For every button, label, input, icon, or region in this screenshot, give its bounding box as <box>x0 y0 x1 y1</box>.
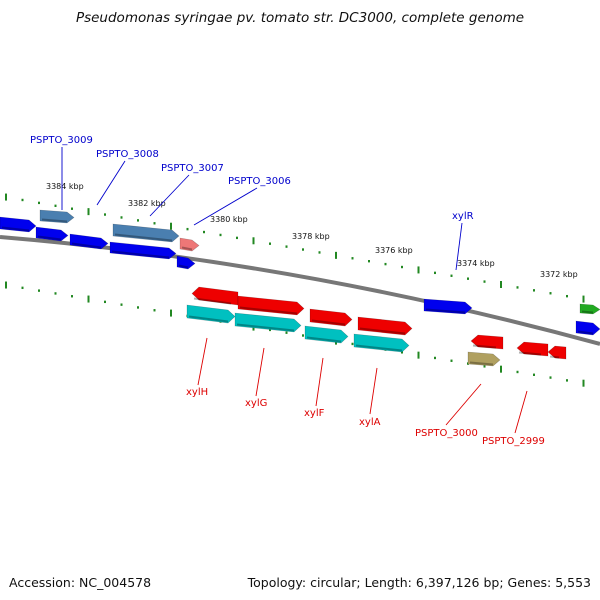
gene-arrow-pspto-3000[interactable] <box>470 334 504 350</box>
gene-arrow-xylh[interactable] <box>191 286 239 306</box>
gene-arrow[interactable] <box>176 255 196 270</box>
kbp-label: 3380 kbp <box>210 215 248 224</box>
gene-label-bottom[interactable]: PSPTO_2999 <box>482 436 545 447</box>
callout-line <box>96 160 126 206</box>
gene-arrow[interactable] <box>309 308 353 327</box>
gene-features <box>0 209 600 367</box>
callout-line <box>149 174 190 217</box>
map-title: Pseudomonas syringae pv. tomato str. DC3… <box>75 10 525 26</box>
gene-label-top[interactable]: PSPTO_3008 <box>96 149 159 160</box>
gene-arrow[interactable] <box>109 241 177 260</box>
gene-arrow[interactable] <box>69 233 109 250</box>
gene-arrow[interactable] <box>575 320 600 336</box>
callout-line <box>255 347 265 397</box>
callout-line <box>455 222 463 271</box>
gene-label-bottom[interactable]: xylF <box>304 408 325 419</box>
gene-arrow[interactable] <box>467 351 501 367</box>
gene-label-top[interactable]: PSPTO_3009 <box>30 135 93 146</box>
gene-arrow-pspto-3009[interactable] <box>39 209 75 224</box>
kbp-label: 3376 kbp <box>375 246 413 255</box>
kbp-label: 3378 kbp <box>292 232 330 241</box>
gene-label-top[interactable]: PSPTO_3007 <box>161 163 224 174</box>
gene-label-bottom[interactable]: xylA <box>359 417 381 428</box>
gene-arrow-pspto-3006[interactable] <box>179 237 200 252</box>
callout-line <box>514 390 528 434</box>
gene-arrow[interactable] <box>547 345 567 360</box>
gene-arrow[interactable] <box>0 216 37 233</box>
kbp-label: 3384 kbp <box>46 182 84 191</box>
gene-arrow[interactable] <box>357 316 413 336</box>
gene-arrow-pspto-2999[interactable] <box>516 341 549 357</box>
kbp-label: 3374 kbp <box>457 259 495 268</box>
callout-line <box>315 357 324 407</box>
gene-label-bottom[interactable]: PSPTO_3000 <box>415 428 478 439</box>
gene-arrow-xylr[interactable] <box>423 298 473 315</box>
callout-line <box>445 383 482 426</box>
gene-arrow-xyla[interactable] <box>353 333 410 353</box>
gene-arrow[interactable] <box>304 325 349 344</box>
gene-arrow-xylf[interactable] <box>234 312 302 333</box>
accession-text: Accession: NC_004578 <box>9 575 152 590</box>
gene-label-bottom[interactable]: xylH <box>186 387 208 398</box>
gene-label-top[interactable]: PSPTO_3006 <box>228 176 291 187</box>
gene-arrow[interactable] <box>35 226 69 242</box>
kbp-label: 3372 kbp <box>540 270 578 279</box>
kbp-label: 3382 kbp <box>128 199 166 208</box>
gene-arrow[interactable] <box>579 303 600 315</box>
genome-backbone <box>0 235 600 346</box>
gene-label-bottom[interactable]: xylG <box>245 398 267 409</box>
gene-label-top[interactable]: xylR <box>452 211 474 222</box>
callout-line <box>369 367 378 415</box>
callout-line <box>193 187 258 226</box>
genome-summary-text: Topology: circular; Length: 6,397,126 bp… <box>247 575 591 590</box>
gene-arrow-pspto-3008[interactable] <box>112 223 180 243</box>
gene-callouts: PSPTO_3009PSPTO_3008PSPTO_3007PSPTO_3006… <box>30 135 545 447</box>
callout-line <box>197 337 208 386</box>
gene-arrow[interactable] <box>237 295 305 316</box>
gene-arrow-xylg[interactable] <box>186 304 236 324</box>
kbp-ticks: 3384 kbp 3382 kbp 3380 kbp 3378 kbp 3376 kbp… <box>46 182 578 279</box>
